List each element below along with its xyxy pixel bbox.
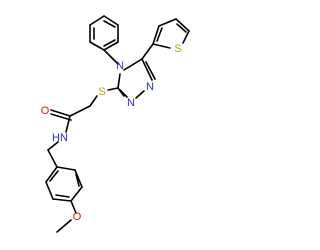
bond <box>123 58 143 71</box>
structure-diagram: N N N S S O N H O <box>41 15 190 233</box>
bond <box>75 173 80 187</box>
bond <box>49 170 59 182</box>
bond <box>152 43 171 49</box>
bond <box>152 25 160 45</box>
atom-label-s-thioether: S <box>98 86 105 98</box>
bond <box>89 15 105 26</box>
bond <box>103 15 119 26</box>
bond <box>56 166 76 171</box>
bond <box>70 200 77 214</box>
bond <box>50 113 72 121</box>
bond <box>117 87 125 97</box>
bond <box>158 18 177 27</box>
bond <box>89 41 105 51</box>
bond-layer <box>45 15 190 233</box>
atom-label-o-ether: O <box>73 211 82 223</box>
bond <box>176 23 187 33</box>
bond <box>47 141 59 151</box>
bond <box>69 105 91 117</box>
atom-label-n4: N <box>116 60 124 72</box>
atom-label-n1: N <box>127 97 135 109</box>
bond <box>55 194 70 198</box>
bond <box>103 20 116 28</box>
bond <box>141 43 154 60</box>
bond <box>103 49 119 65</box>
bond <box>50 109 71 117</box>
atom-label-s-thiophene: S <box>174 43 181 55</box>
bond <box>135 90 145 99</box>
bond <box>89 95 98 107</box>
bond <box>141 58 153 81</box>
bond <box>74 169 83 188</box>
atom-label-o-carbonyl: O <box>41 105 50 117</box>
bond <box>103 39 116 47</box>
atom-label-h-amide: H <box>52 132 60 144</box>
bond <box>117 73 121 89</box>
bond <box>182 30 190 44</box>
bond <box>52 198 72 202</box>
atom-label-n2: N <box>146 81 154 93</box>
bond <box>65 115 71 133</box>
bond <box>45 166 58 183</box>
atom-label-n-amide: N <box>60 132 68 144</box>
bond <box>175 18 190 32</box>
bond <box>45 181 54 200</box>
bond <box>156 27 163 42</box>
bond <box>107 87 119 91</box>
bond <box>70 186 83 202</box>
bond <box>103 41 119 51</box>
bond <box>47 149 58 168</box>
bond <box>145 61 156 80</box>
atom-labels: N N N S S O N H O <box>41 43 182 223</box>
bond <box>56 219 72 233</box>
